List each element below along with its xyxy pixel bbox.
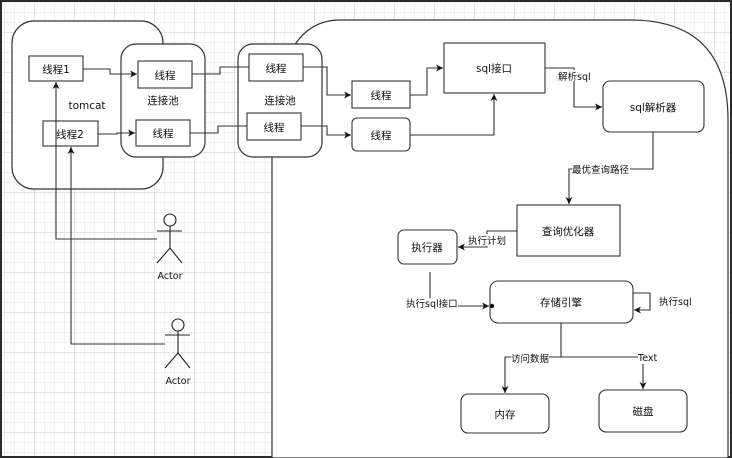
pool2-thread-b[interactable] xyxy=(246,112,302,141)
tomcat-thread-1[interactable] xyxy=(28,55,84,82)
query-optimizer-label: 查询优化器 xyxy=(542,225,595,238)
pool2-thread-b-label: 线程 xyxy=(264,121,285,134)
edge-actor1-t1[interactable] xyxy=(52,82,157,240)
executor-label: 执行器 xyxy=(411,241,443,254)
edge-servera-sqlif[interactable] xyxy=(410,64,443,96)
edge-storage-self[interactable] xyxy=(633,292,651,314)
query-optimizer[interactable] xyxy=(516,204,621,257)
pool2-thread-a-label: 线程 xyxy=(266,62,287,75)
edge-sqlif-parser[interactable] xyxy=(545,67,602,111)
executor[interactable] xyxy=(397,229,458,265)
storage-engine-label: 存储引擎 xyxy=(540,296,582,309)
edge-label-access-data: 访问数据 xyxy=(511,353,550,365)
actor-2[interactable] xyxy=(164,318,191,369)
actor-1-label: Actor xyxy=(158,271,183,282)
edge-label-text: Text xyxy=(637,353,657,364)
edge-serverb-sqlif[interactable] xyxy=(410,94,498,136)
tomcat-label: tomcat xyxy=(68,100,105,112)
pool1-thread-a-label: 线程 xyxy=(155,69,176,82)
actor-2-body xyxy=(164,331,191,369)
edge-t1-pool1a[interactable] xyxy=(83,68,137,78)
edge-t2-pool1b[interactable] xyxy=(98,129,135,137)
memory[interactable] xyxy=(460,393,550,434)
server-thread-a-label: 线程 xyxy=(371,89,392,102)
actor-2-head xyxy=(171,318,185,332)
actor-1-body xyxy=(156,226,183,264)
edge-label-exec-plan: 执行计划 xyxy=(468,235,506,247)
edge-label-parse-sql: 解析sql xyxy=(558,71,591,83)
connection-pool-1-label: 连接池 xyxy=(147,94,179,107)
server-thread-a[interactable] xyxy=(351,80,411,109)
tomcat-thread-1-label: 线程1 xyxy=(42,63,70,76)
tomcat-thread-2-label: 线程2 xyxy=(56,128,84,141)
pool2-thread-a[interactable] xyxy=(248,53,304,82)
actor-1[interactable] xyxy=(156,213,183,264)
connection-pool-2-label: 连接池 xyxy=(264,94,296,107)
tomcat-thread-2[interactable] xyxy=(42,120,99,147)
edge-actor2-t2[interactable] xyxy=(67,147,165,345)
sql-interface[interactable] xyxy=(443,42,546,94)
pool1-thread-b-label: 线程 xyxy=(153,127,174,140)
sql-interface-label: sql接口 xyxy=(476,62,512,75)
edge-pool1a-pool2a[interactable] xyxy=(192,66,249,75)
disk[interactable] xyxy=(598,389,688,433)
edge-label-exec-sql-interface: 执行sql接口 xyxy=(406,298,458,310)
disk-label: 磁盘 xyxy=(633,405,654,418)
edge-pool2b-serverb[interactable] xyxy=(301,125,351,139)
actor-2-label: Actor xyxy=(166,376,191,387)
storage-entry-dot xyxy=(489,303,495,309)
edge-label-exec-sql: 执行sql xyxy=(659,296,692,308)
edge-pool2a-servera[interactable] xyxy=(303,66,351,99)
edge-label-optimal-path: 最优查询路径 xyxy=(572,164,630,176)
edge-pool1b-pool2b[interactable] xyxy=(190,125,247,134)
pool1-thread-a[interactable] xyxy=(137,60,193,89)
actor-1-head xyxy=(163,213,177,227)
sql-parser-label: sql解析器 xyxy=(630,101,677,114)
pool1-thread-b[interactable] xyxy=(135,119,191,147)
memory-label: 内存 xyxy=(495,408,516,421)
server-thread-b-label: 线程 xyxy=(371,129,392,142)
